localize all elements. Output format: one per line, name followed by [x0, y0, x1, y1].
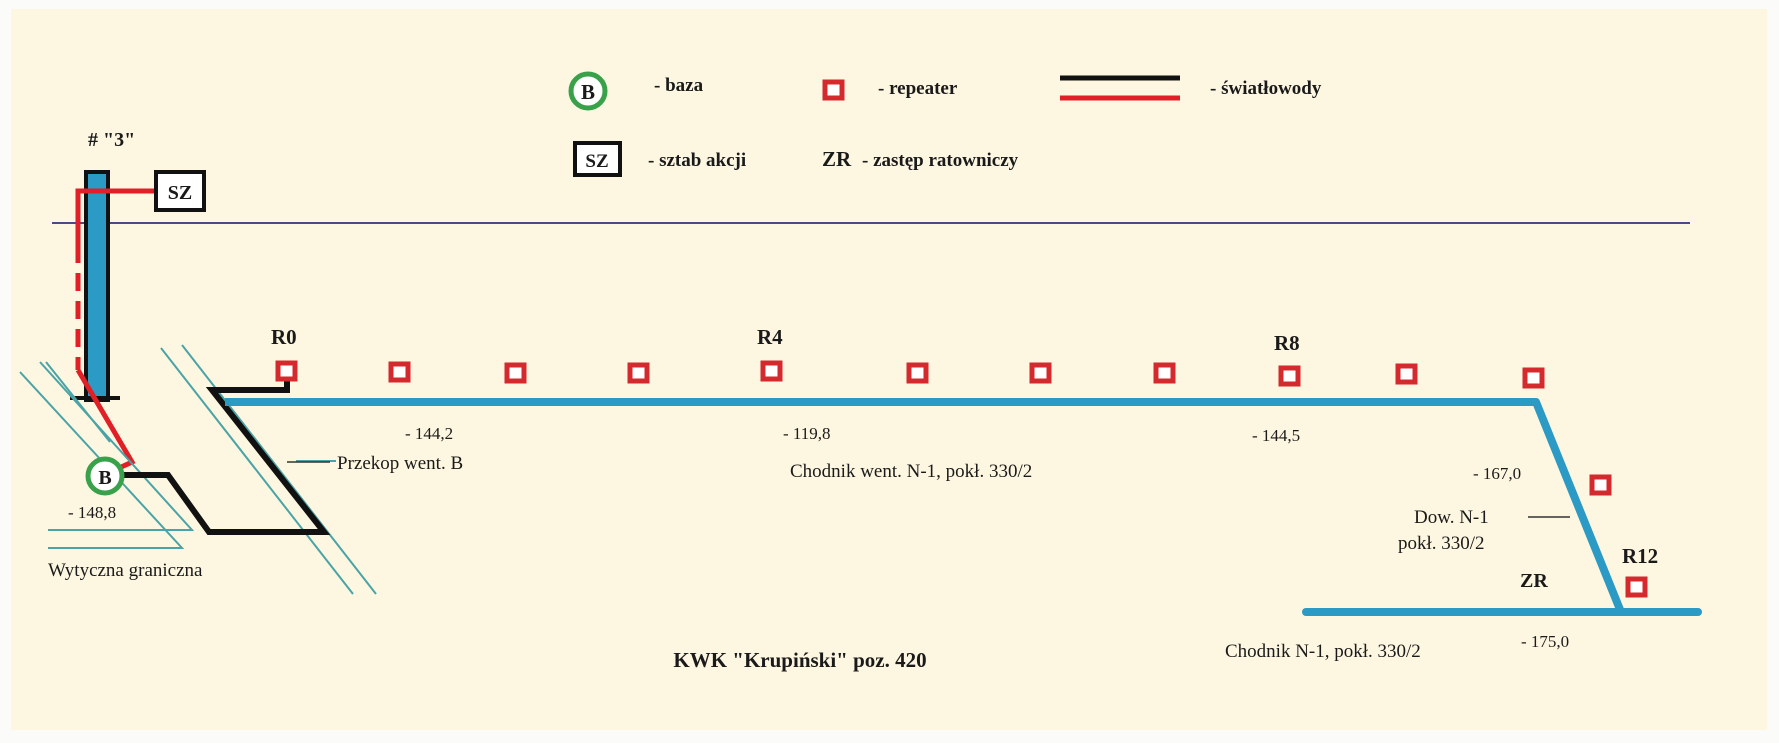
- hq-legend-label: - sztab akcji: [648, 150, 746, 171]
- rescue-team-label: ZR: [1520, 570, 1548, 592]
- repeater-label-r4: R4: [757, 325, 783, 349]
- level-175-0: - 175,0: [1521, 632, 1569, 651]
- shaft-column: [84, 170, 110, 402]
- repeaters: [275, 360, 1648, 598]
- repeater-r2: [504, 362, 527, 384]
- repeater-r9: [1395, 363, 1418, 385]
- boundary-label: Wytyczna graniczna: [48, 560, 203, 581]
- main-roadway-label: Chodnik went. N-1, pokł. 330/2: [790, 461, 1032, 482]
- repeater-legend-icon: [822, 79, 845, 101]
- base-station-icon: [85, 456, 125, 496]
- crosscut-label: Przekop went. B: [337, 453, 463, 474]
- hq-box: [154, 170, 206, 212]
- fiber-to-hq: [75, 188, 155, 245]
- legend: B - baza - repeater - światłowody SZ - s…: [568, 71, 1322, 177]
- hq-legend-icon: [573, 141, 622, 177]
- repeater-legend-label: - repeater: [878, 78, 958, 99]
- base-legend-label: - baza: [654, 75, 704, 96]
- repeater-r8: [1278, 365, 1301, 387]
- repeater-r0: [275, 360, 298, 382]
- rescue-legend-symbol: ZR: [822, 147, 852, 171]
- level-144-2: - 144,2: [405, 424, 453, 443]
- shaft-label: # "3": [88, 129, 135, 151]
- base-legend-symbol: B: [581, 80, 595, 104]
- repeater-r6: [1029, 362, 1052, 384]
- base-station-label: B: [98, 467, 111, 489]
- repeater-label-r12: R12: [1622, 544, 1658, 568]
- gallery-walls: [19, 344, 377, 595]
- repeater-r12: [1625, 576, 1648, 598]
- shaft-3: # "3" SZ: [70, 129, 206, 478]
- hq-box-label: SZ: [168, 182, 192, 204]
- repeater-r11: [1589, 474, 1612, 496]
- dip-label-line1: Dow. N-1: [1414, 507, 1489, 528]
- base-level: - 148,8: [68, 503, 116, 522]
- ventilation-roadway: [225, 398, 1625, 614]
- dip-label-line2: pokł. 330/2: [1398, 533, 1485, 554]
- repeater-r5: [906, 362, 929, 384]
- lower-roadway-label: Chodnik N-1, pokł. 330/2: [1225, 641, 1421, 662]
- repeater-label-r0: R0: [271, 325, 297, 349]
- base-station: B: [85, 456, 125, 496]
- repeater-r7: [1153, 362, 1176, 384]
- hq-legend-symbol: SZ: [585, 151, 608, 172]
- level-119-8: - 119,8: [783, 424, 831, 443]
- repeater-r3: [627, 362, 650, 384]
- repeater-r1: [388, 361, 411, 383]
- fiber-legend-label: - światłowody: [1210, 78, 1322, 99]
- repeater-r10: [1522, 367, 1545, 389]
- repeater-label-r8: R8: [1274, 331, 1300, 355]
- fiber-legend-icon: [1060, 75, 1180, 101]
- base-legend-icon: [568, 71, 608, 111]
- fiber-black-crosscut: [121, 374, 331, 535]
- level-167-0: - 167,0: [1473, 464, 1521, 483]
- diagram-caption: KWK "Krupiński" poz. 420: [673, 648, 926, 672]
- repeater-r4: [760, 360, 783, 382]
- rescue-legend-label: - zastęp ratowniczy: [862, 150, 1019, 171]
- level-144-5: - 144,5: [1252, 426, 1300, 445]
